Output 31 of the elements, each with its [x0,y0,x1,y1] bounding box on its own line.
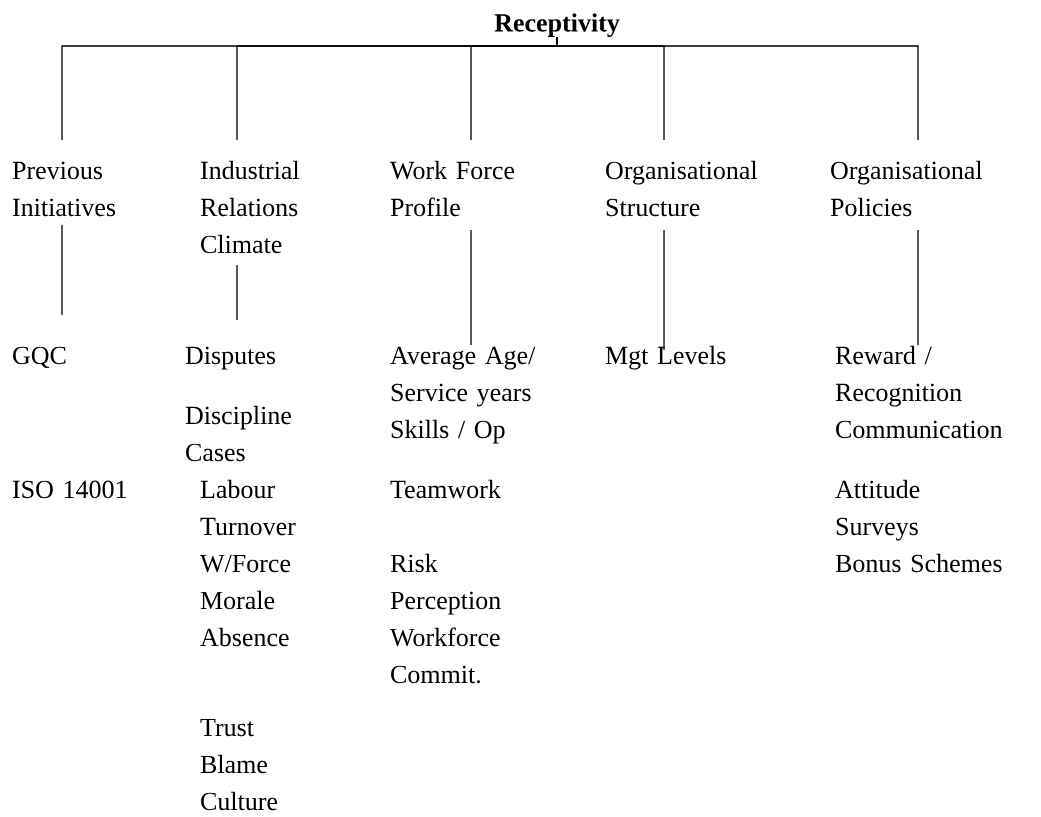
item-text: Workforce Commit. [390,627,500,684]
connector-line [236,264,238,321]
item-text: W/Force Morale [200,554,291,610]
connector-line [61,224,63,316]
connector-line [470,229,472,346]
node-text: Work Force Profile [390,160,515,217]
item-text: Blame Culture [200,754,278,811]
node-text: GQC [13,346,66,369]
connector-line [556,36,919,141]
node-text: Previous Initiatives [12,161,116,217]
item-text: Absence [200,627,289,647]
item-text: Bonus Schemes [835,553,1002,573]
node-text: Organisational Structure [606,160,758,217]
item-text: Teamwork [390,479,501,499]
item-text: Discipline Cases [185,405,291,462]
node-text: Average Age/ Service years [390,346,536,407]
item-text: ISO 14001 [12,480,126,499]
connector-line [663,229,665,351]
item-text: Communication [836,420,1003,439]
item-text: Skills / Op [391,419,505,444]
item-text: Attitude Surveys [835,479,920,541]
item-text: Trust [200,718,254,737]
node-text: Disputes [185,346,276,370]
node-text: Organisational Policies [830,160,983,217]
item-text: Risk Perception [390,553,501,615]
node-text: Mgt Levels [605,345,726,370]
connector-line [917,229,919,346]
heading-text: Receptivity [494,13,620,37]
item-text: Labour Turnover [200,479,296,536]
node-text: Reward / Recognition [835,345,962,407]
node-text: Industrial Relations Climate [200,160,300,254]
